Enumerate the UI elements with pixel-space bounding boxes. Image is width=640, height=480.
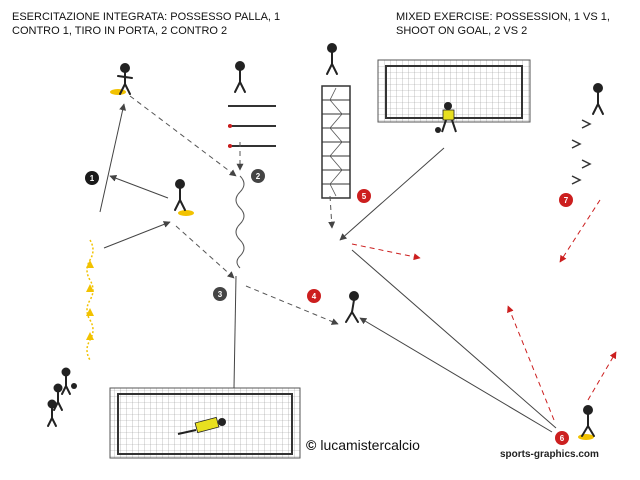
player-bottom-right (581, 405, 595, 437)
marker-6-label: 6 (560, 434, 565, 443)
player-queue-2 (53, 383, 63, 411)
copyright-symbol: © (306, 437, 317, 453)
zigzag-markers (571, 119, 592, 185)
players (47, 43, 604, 437)
dribble-path (235, 175, 245, 269)
copyright: ©lucamistercalcio (306, 437, 420, 453)
marker-1-label: 1 (90, 174, 95, 183)
marker-3: 3 (213, 287, 227, 301)
player-center-left (174, 179, 186, 211)
goalkeeper-bottom (177, 416, 226, 435)
red-dashed-arrows (351, 199, 617, 421)
marker-4-label: 4 (312, 292, 317, 301)
player-top-left (117, 63, 133, 95)
player-hurdles (234, 61, 246, 93)
player-top-right (592, 83, 604, 115)
player-center (345, 291, 359, 323)
goalkeeper-top (441, 102, 457, 133)
marker-5-label: 5 (362, 192, 367, 201)
copyright-text: lucamistercalcio (320, 437, 420, 453)
marker-1: 1 (85, 171, 99, 185)
player-queue-1 (61, 367, 71, 395)
marker-7: 7 (559, 193, 573, 207)
title-italian: ESERCITAZIONE INTEGRATA: POSSESSO PALLA,… (12, 11, 281, 37)
player-ladder (326, 43, 338, 75)
credit-link[interactable]: sports-graphics.com (500, 449, 599, 460)
solid-arrows (99, 103, 557, 433)
marker-3-label: 3 (218, 290, 223, 299)
balls (71, 127, 441, 389)
marker-7-label: 7 (564, 196, 569, 205)
cones (110, 89, 594, 440)
player-queue-3 (47, 399, 57, 427)
marker-2: 2 (251, 169, 265, 183)
marker-4: 4 (307, 289, 321, 303)
agility-ladder (321, 85, 351, 199)
marker-5: 5 (357, 189, 371, 203)
hurdles (228, 105, 276, 148)
marker-2-label: 2 (256, 172, 261, 181)
marker-6: 6 (555, 431, 569, 445)
slalom-poles (86, 239, 94, 361)
dashed-arrows (129, 95, 339, 325)
title-english: MIXED EXERCISE: POSSESSION, 1 VS 1, SHOO… (396, 11, 610, 37)
